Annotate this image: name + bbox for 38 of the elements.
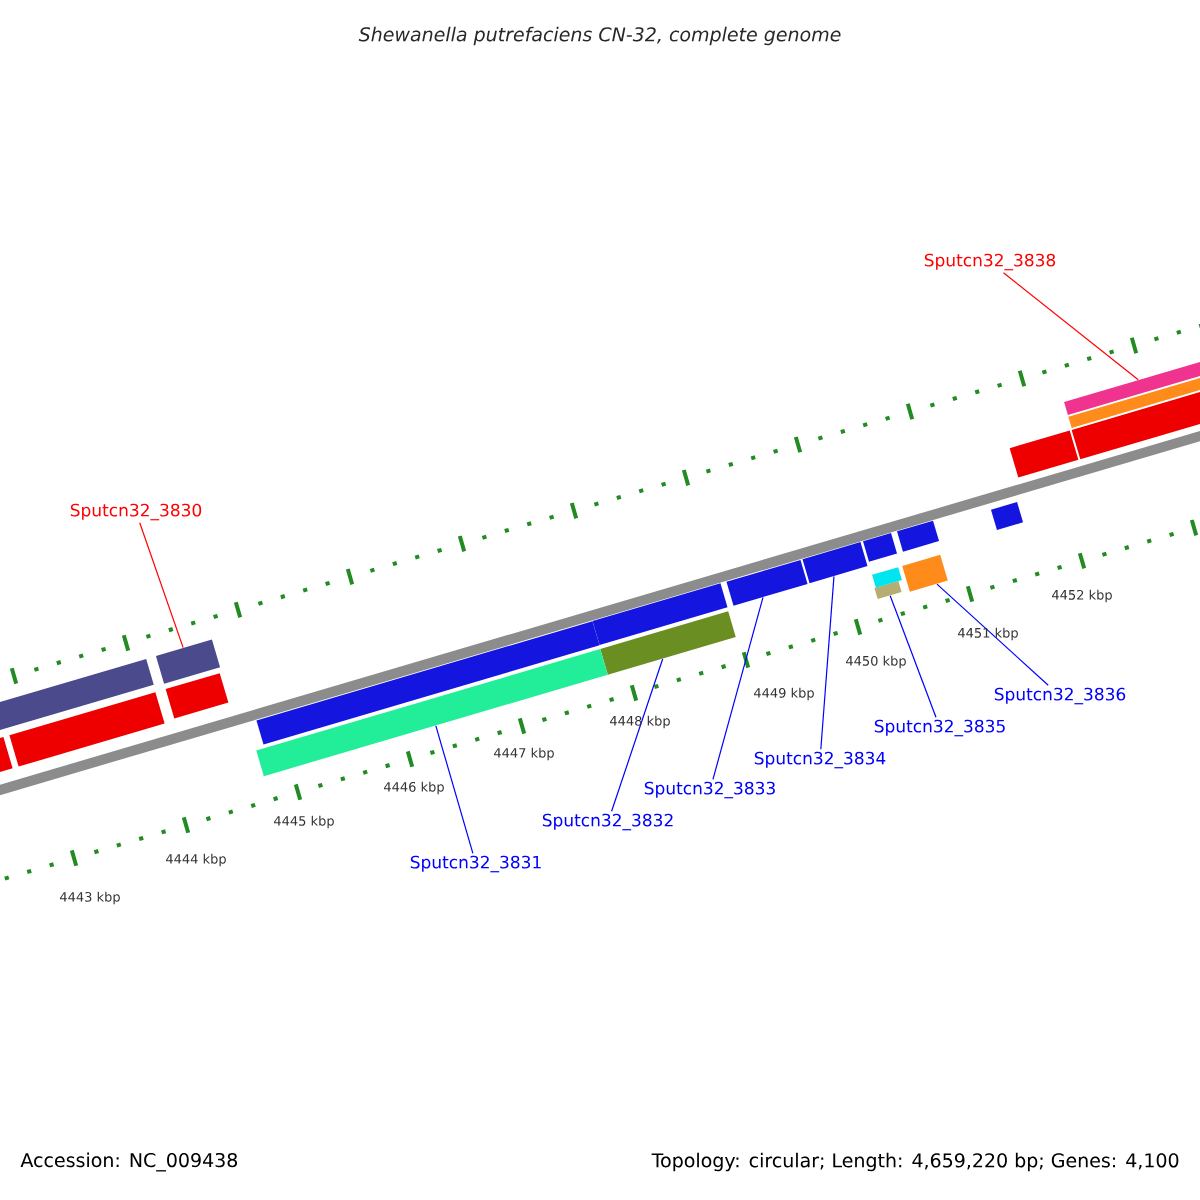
gene-bar bbox=[874, 580, 902, 600]
gene-bar bbox=[0, 658, 154, 732]
gene-bar bbox=[256, 621, 600, 745]
gene-label: Sputcn32_3832 bbox=[542, 813, 673, 831]
title: Shewanella putrefaciens CN-32, complete genome bbox=[358, 26, 841, 46]
gene-bar bbox=[897, 520, 940, 552]
gene-bar bbox=[726, 559, 808, 606]
gene-label: Sputcn32_3834 bbox=[754, 751, 886, 769]
gene-bar bbox=[155, 639, 221, 684]
leader-line bbox=[936, 583, 1049, 686]
gene-bar bbox=[256, 649, 608, 777]
footer-text: Accession: NC_009438 bbox=[20, 1152, 238, 1172]
gene-bar bbox=[802, 542, 868, 584]
gene-label: Sputcn32_3838 bbox=[924, 253, 1056, 271]
gene-bar bbox=[902, 554, 948, 592]
leader-line bbox=[820, 575, 835, 750]
gene-bar bbox=[592, 583, 728, 646]
leader-line bbox=[712, 596, 764, 780]
gene-bar bbox=[872, 567, 902, 588]
gene-bar bbox=[990, 502, 1024, 531]
gene-bar bbox=[9, 692, 165, 767]
gene-bar bbox=[0, 737, 13, 778]
leader-line bbox=[435, 725, 474, 854]
footer-text: Topology: circular; Length: 4,659,220 bp; Genes: 4,100 bbox=[651, 1152, 1179, 1172]
gene-bar bbox=[600, 611, 736, 675]
gene-bar bbox=[1009, 430, 1079, 478]
gene-bar bbox=[1071, 386, 1200, 460]
gene-label: Sputcn32_3835 bbox=[874, 719, 1005, 737]
gene-label: Sputcn32_3836 bbox=[994, 687, 1126, 705]
gene-bar bbox=[165, 673, 229, 719]
leader-line bbox=[1002, 272, 1139, 381]
gene-label: Sputcn32_3831 bbox=[410, 855, 541, 873]
leader-line bbox=[139, 522, 184, 649]
gene-label: Sputcn32_3830 bbox=[70, 503, 202, 521]
leader-line bbox=[889, 595, 937, 718]
gene-bar bbox=[863, 533, 897, 562]
gene-label: Sputcn32_3833 bbox=[644, 781, 775, 799]
leader-line bbox=[611, 658, 664, 812]
